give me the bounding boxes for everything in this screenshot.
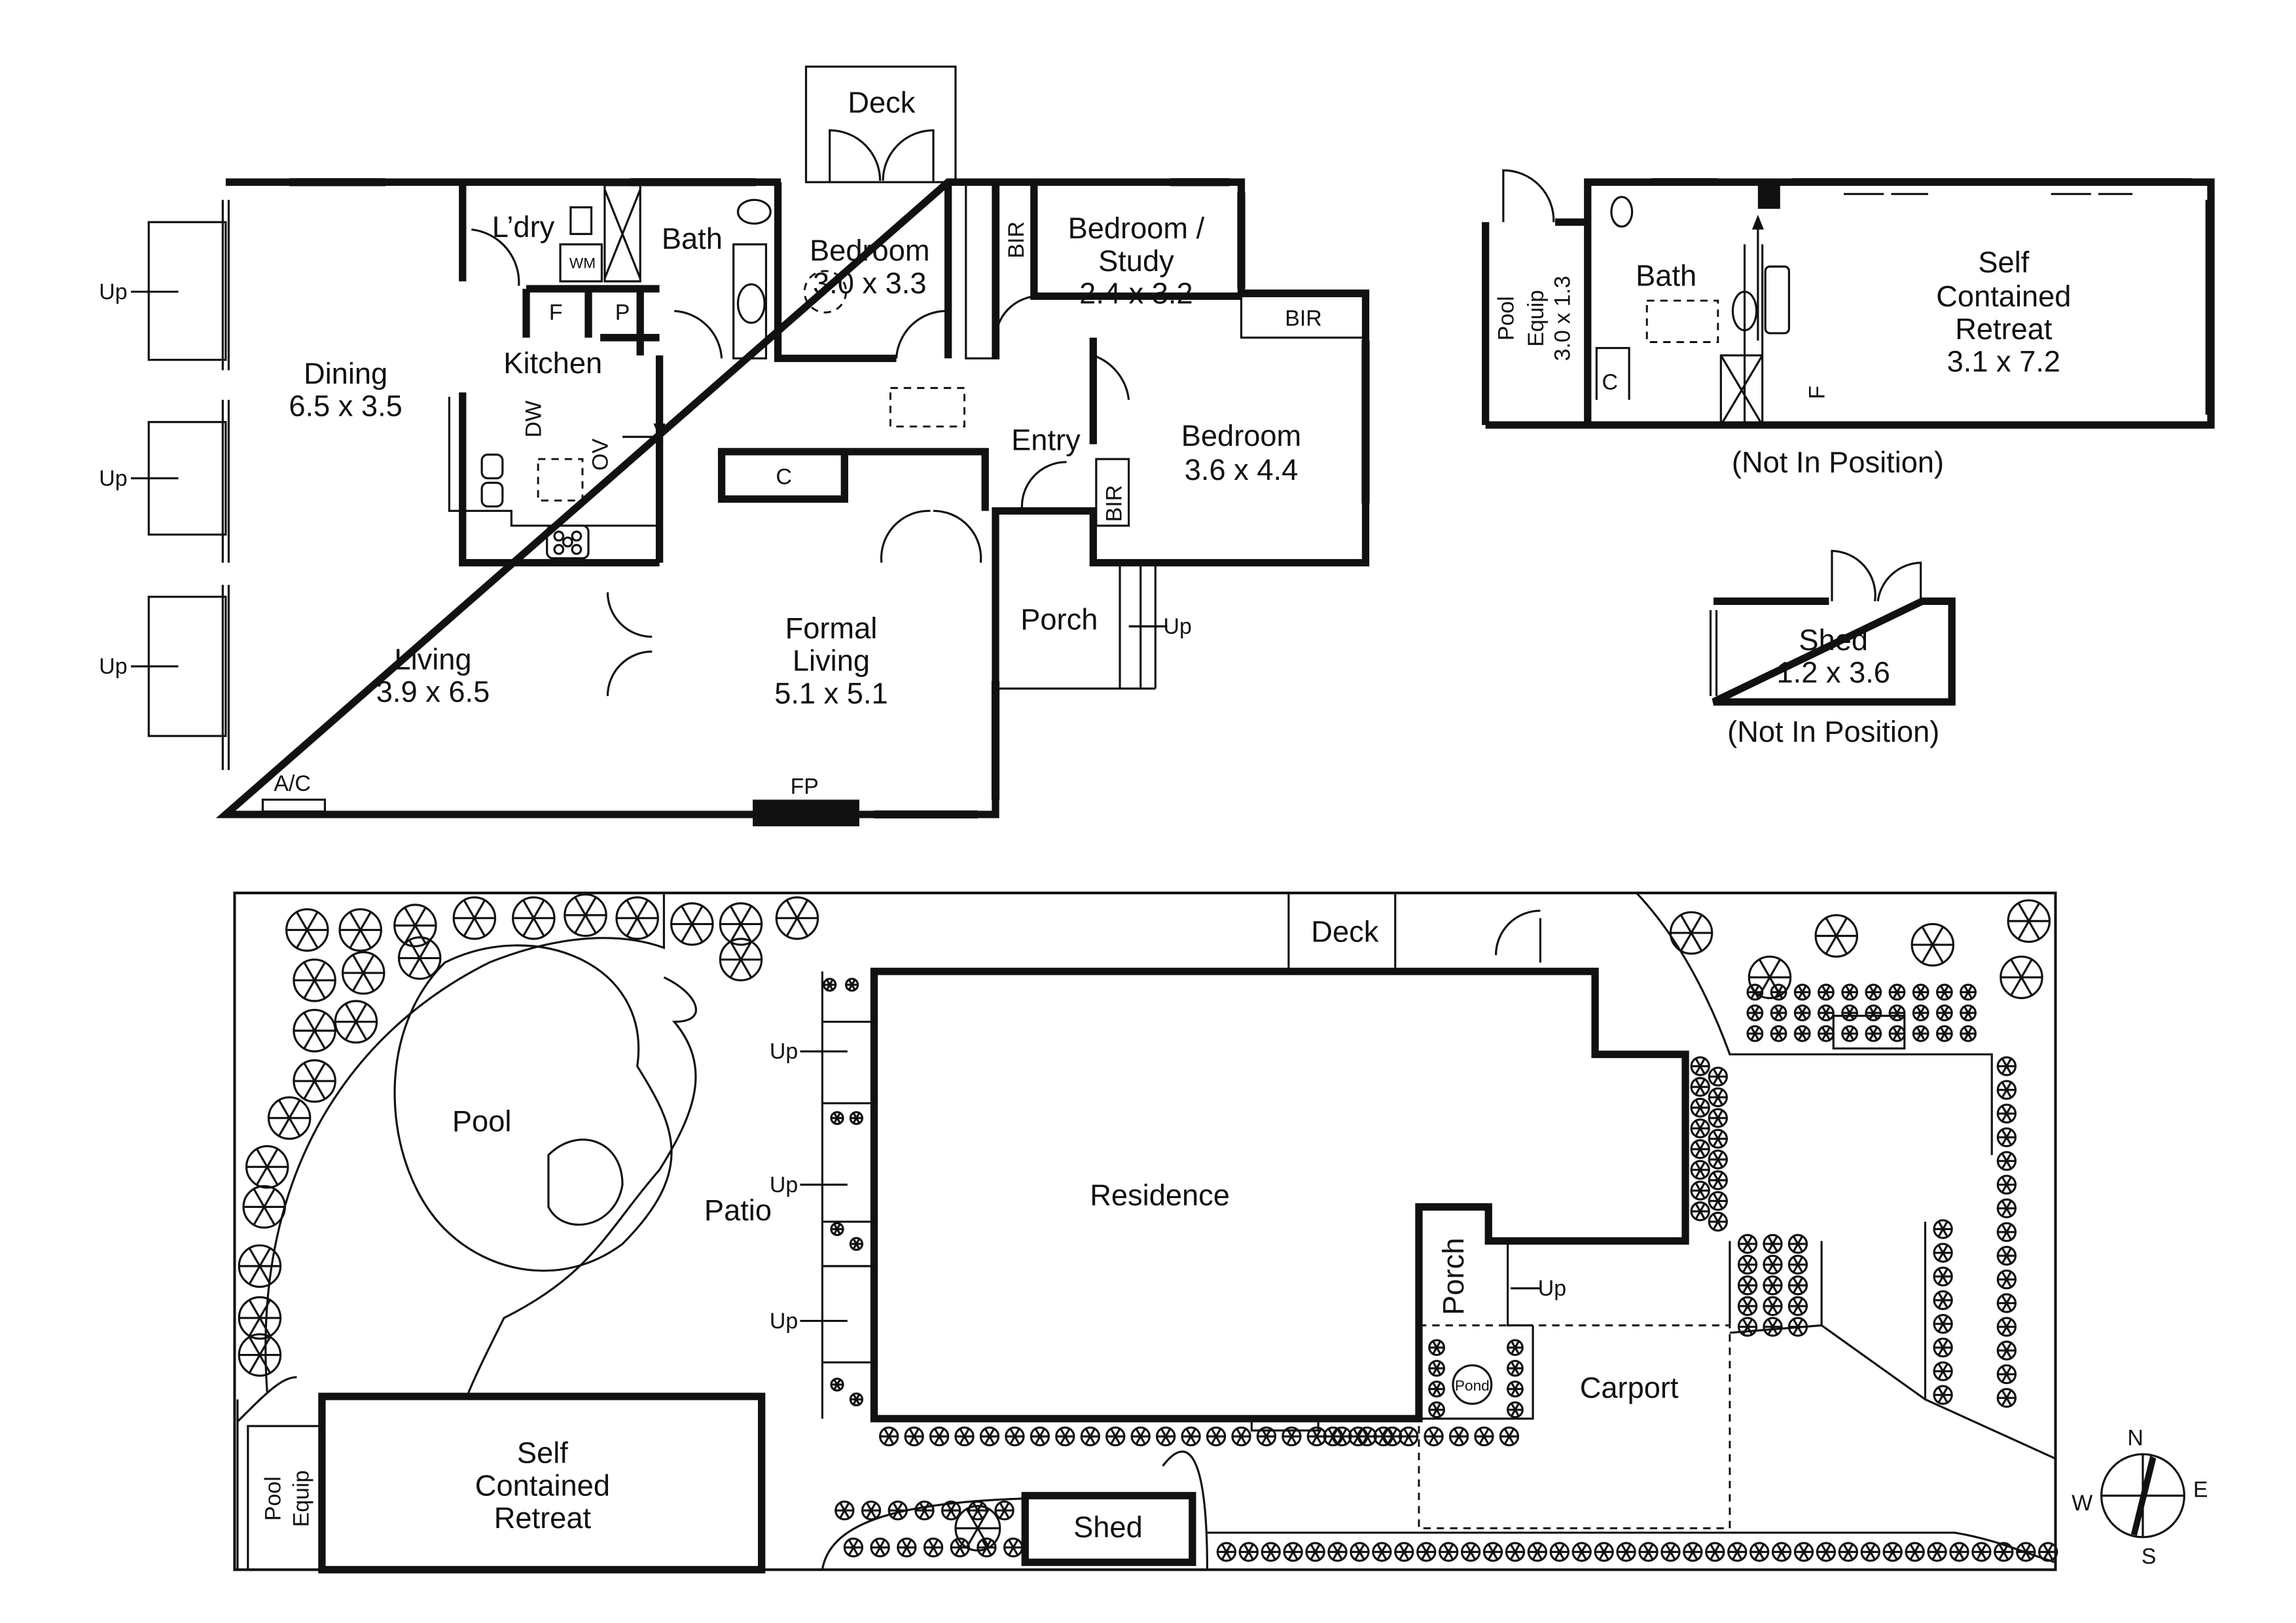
site-up-label: Up [770, 1039, 798, 1064]
porch-up-label: Up [1164, 614, 1192, 639]
retreat-cupboard-label: C [1602, 370, 1618, 395]
dining-label: Dining [304, 357, 387, 390]
bir-2-label: BIR [1285, 306, 1322, 331]
pool-equip-label-2: Equip [1524, 290, 1549, 347]
site-pool-equip-label-2: Equip [289, 1470, 314, 1527]
landscaping-trees [238, 893, 2058, 1562]
site-shed-label: Shed [1073, 1510, 1143, 1544]
retreat-label-3: Retreat [1955, 312, 2053, 346]
site-retreat-label-2: Contained [475, 1468, 610, 1502]
shed-label: Shed [1799, 623, 1868, 657]
site-up-label: Up [770, 1309, 798, 1334]
fridge-label: F [549, 301, 563, 325]
bedroom-1-size: 3.0 x 3.3 [813, 266, 926, 300]
cupboard-label: C [776, 465, 792, 490]
site-residence-label: Residence [1090, 1178, 1230, 1212]
main-house-plan: Up Up Up Deck L’dry WM F P Bath Bedroom … [99, 65, 1370, 827]
pool-equip-size: 3.0 x 1.3 [1551, 276, 1575, 361]
site-porch-label: Porch [1437, 1238, 1470, 1315]
dining-size: 6.5 x 3.5 [289, 390, 402, 423]
basin-icon [736, 283, 766, 324]
formal-living-label: Formal [785, 611, 878, 645]
toilet-icon [736, 198, 772, 225]
compass-west: W [2072, 1491, 2092, 1516]
retreat-fridge-label: F [1805, 386, 1830, 399]
step-up-label: Up [99, 654, 127, 679]
retreat-plan: Pool Equip 3.0 x 1.3 Bath C F Self Conta… [1482, 169, 2215, 479]
compass: N E S W [2072, 1426, 2208, 1569]
pantry-label: P [615, 301, 630, 325]
bath-label: Bath [662, 222, 723, 255]
bedroom-study-label: Bedroom / [1068, 211, 1205, 245]
living-label: Living [394, 642, 471, 676]
site-plan: Deck Pool Patio Residence Porch Up Pond … [233, 891, 2058, 1574]
site-pool-equip-label: Pool [261, 1476, 286, 1521]
retreat-bath-label: Bath [1636, 259, 1696, 293]
compass-east: E [2193, 1478, 2208, 1503]
fireplace-label: FP [791, 774, 819, 799]
step-up-label: Up [99, 466, 127, 491]
shed-size: 1.2 x 3.6 [1777, 656, 1890, 689]
laundry-label: L’dry [492, 210, 555, 244]
washing-machine-label: WM [569, 255, 596, 271]
bir-3-label: BIR [1102, 485, 1126, 522]
site-up-label: Up [770, 1173, 798, 1197]
formal-living-label-2: Living [793, 644, 870, 678]
step-up-label: Up [99, 280, 127, 304]
site-pond-label: Pond [1455, 1377, 1490, 1394]
pond [1452, 1364, 1493, 1405]
porch-label: Porch [1020, 602, 1098, 636]
dishwasher-label: DW [522, 401, 547, 438]
shed-note: (Not In Position) [1727, 715, 1939, 748]
pool [393, 944, 673, 1272]
deck-doors [829, 129, 935, 183]
bir-1-label: BIR [1004, 221, 1029, 259]
bedroom-2-size: 3.6 x 4.4 [1185, 453, 1298, 486]
site-carport-label: Carport [1580, 1371, 1679, 1404]
site-pool-label: Pool [452, 1104, 512, 1138]
deck-label: Deck [848, 86, 915, 119]
residence-outline [870, 968, 1689, 1423]
kitchen-label: Kitchen [503, 346, 602, 380]
cooktop-icon [546, 524, 590, 560]
bedroom-2-label: Bedroom [1181, 419, 1301, 452]
entry-label: Entry [1011, 424, 1081, 457]
deck [804, 65, 957, 183]
site-porch-up-label: Up [1538, 1276, 1566, 1301]
retreat-note: (Not In Position) [1732, 446, 1944, 479]
retreat-size: 3.1 x 7.2 [1947, 345, 2060, 378]
shed-plan: Shed 1.2 x 3.6 (Not In Position) [1709, 549, 1956, 748]
retreat-label: Self [1978, 246, 2029, 279]
fireplace [753, 799, 859, 827]
site-deck-label: Deck [1311, 915, 1378, 949]
ac-label: A/C [274, 771, 311, 796]
site-retreat-label-3: Retreat [494, 1501, 592, 1535]
oven-label: OV [588, 439, 613, 471]
compass-south: S [2142, 1544, 2157, 1569]
compass-north: N [2127, 1426, 2144, 1451]
pool-equip-label: Pool [1494, 296, 1519, 340]
site-patio-label: Patio [704, 1194, 772, 1227]
bedroom-study-size: 2.4 x 3.2 [1079, 277, 1193, 310]
bedroom-study-label-2: Study [1098, 244, 1174, 278]
site-retreat-label: Self [517, 1436, 568, 1470]
retreat-label-2: Contained [1936, 280, 2071, 313]
formal-living-size: 5.1 x 5.1 [774, 676, 888, 710]
bathtub [603, 184, 641, 283]
bedroom-1-label: Bedroom [810, 234, 929, 267]
living-size: 3.9 x 6.5 [376, 675, 490, 708]
